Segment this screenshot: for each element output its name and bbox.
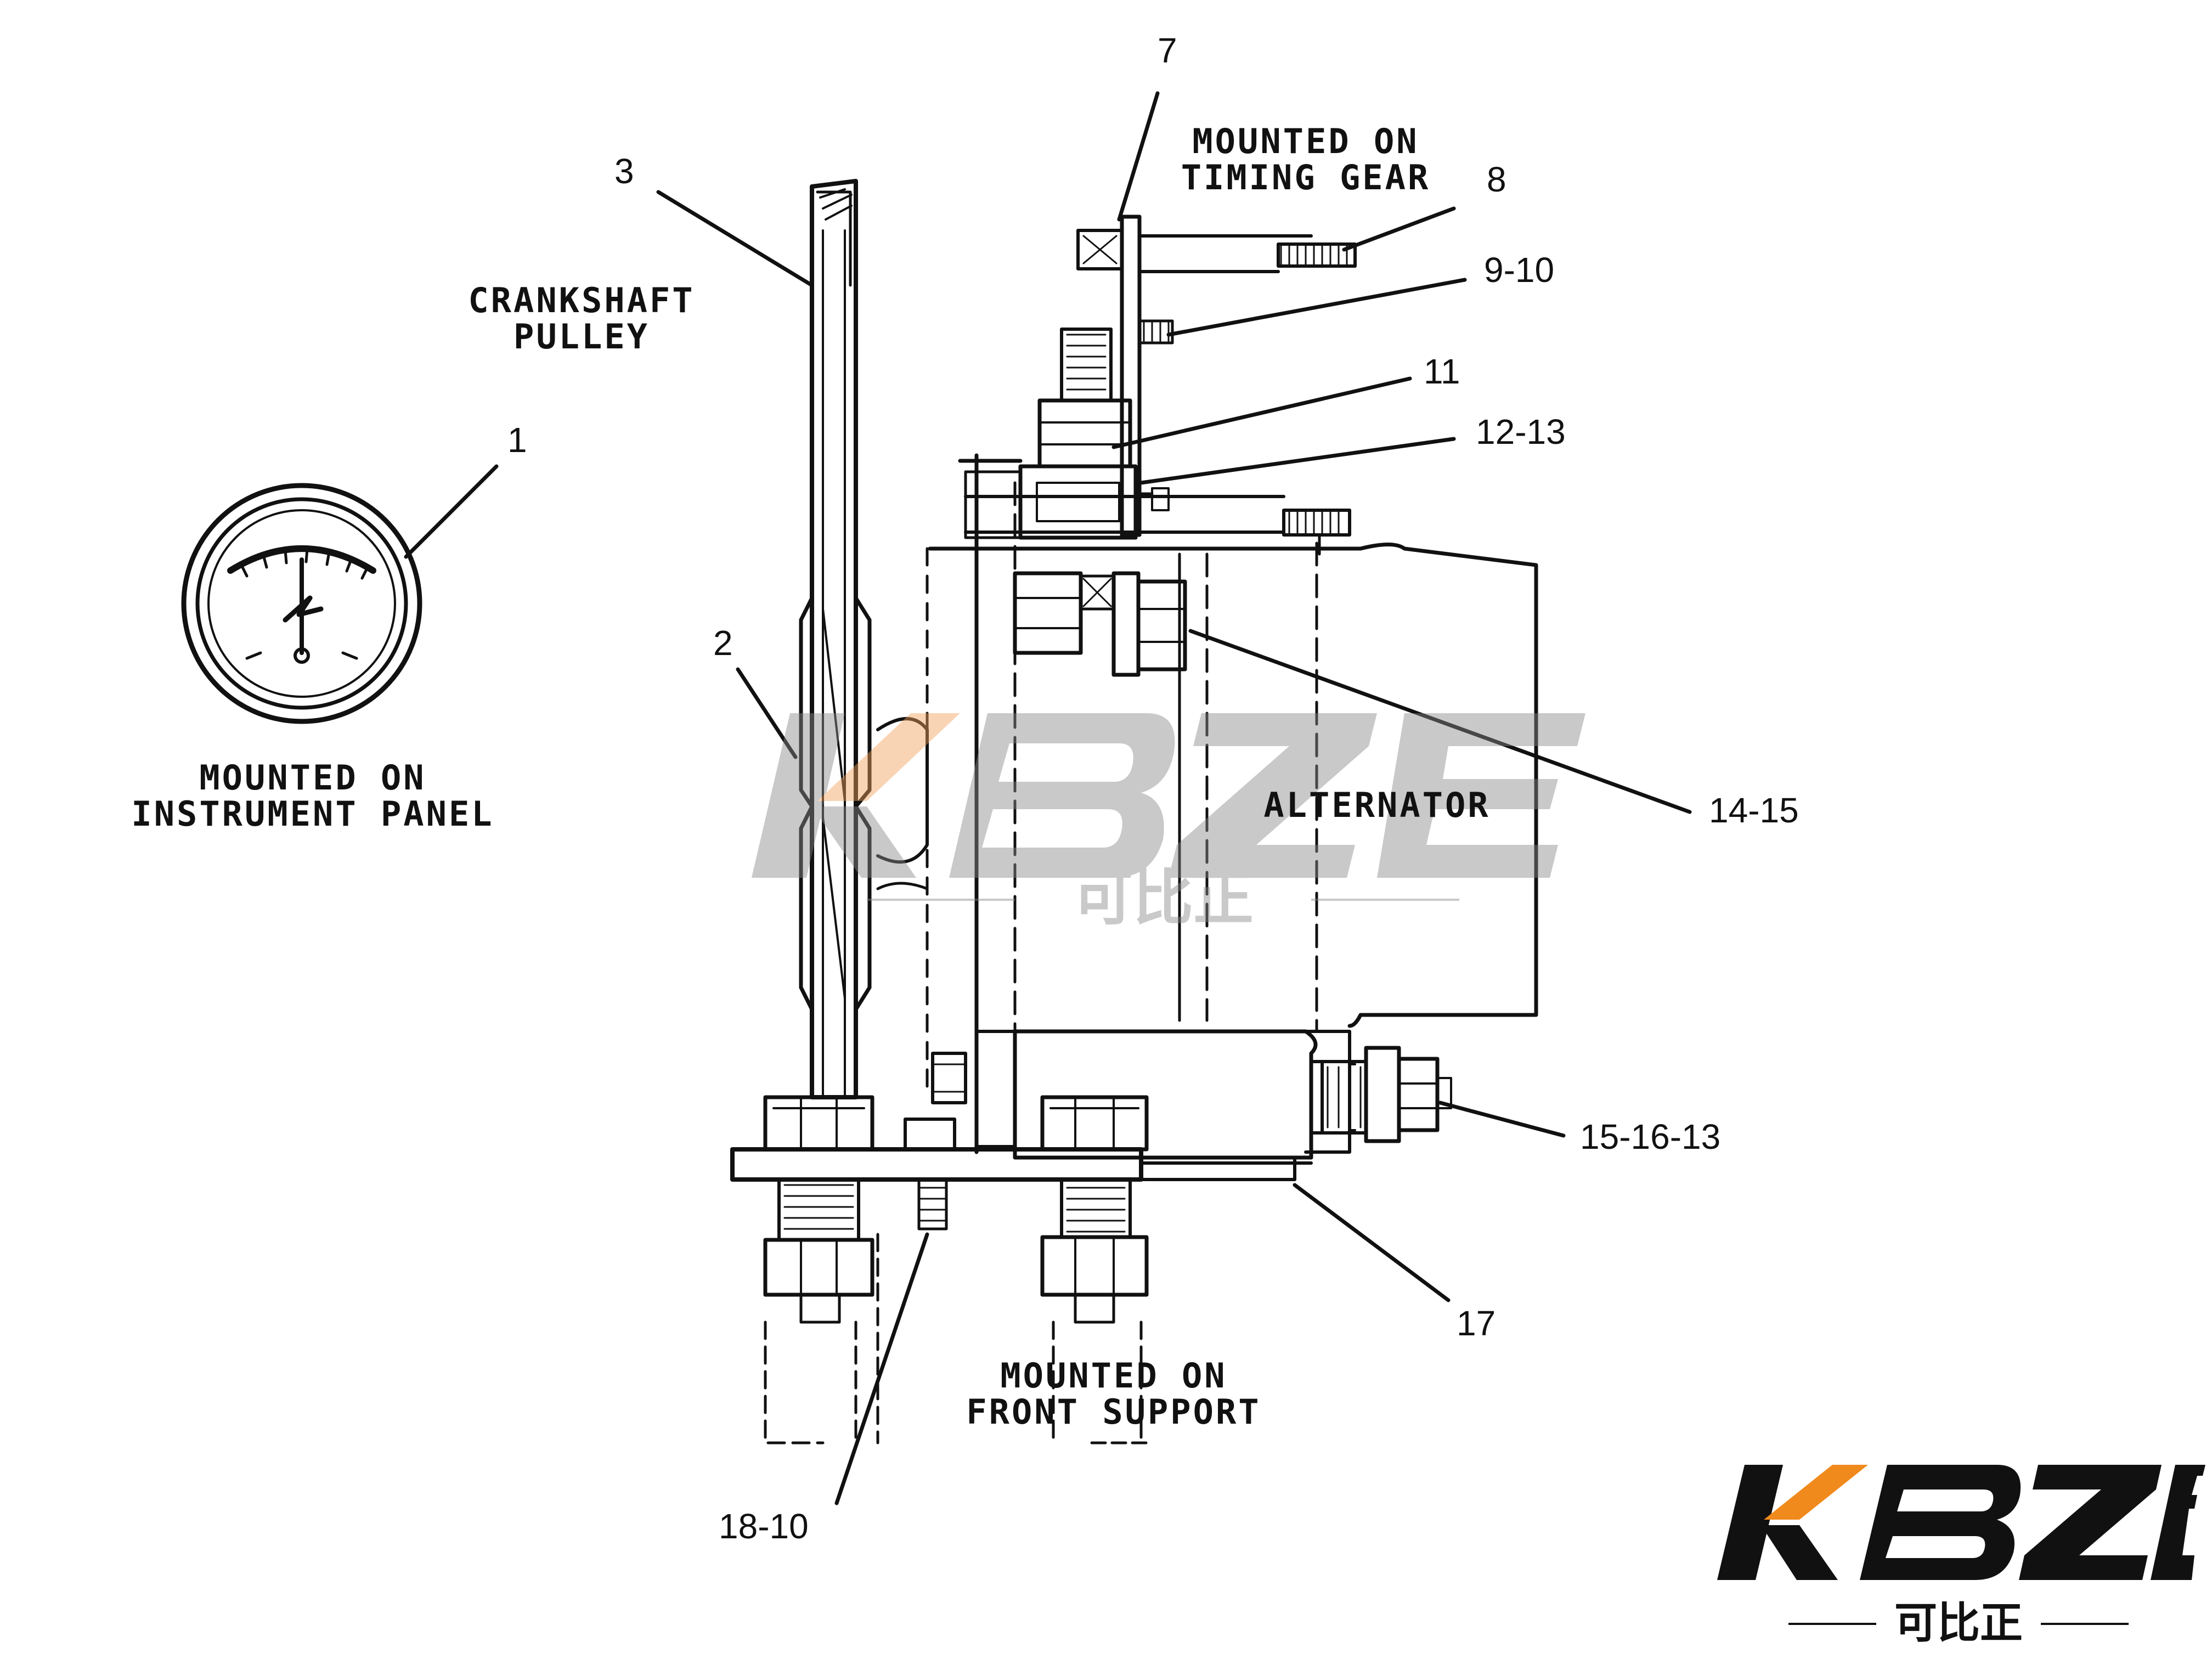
base-plate xyxy=(730,1147,1313,1182)
caption-alternator: ALTERNATOR xyxy=(1263,785,1491,825)
caption-crankshaft-pulley: CRANKSHAFT PULLEY xyxy=(450,283,713,355)
leader-8 xyxy=(1342,206,1456,252)
center-stud xyxy=(876,1118,956,1444)
leader-9-10 xyxy=(1166,278,1467,337)
leader-12-13 xyxy=(1139,437,1456,485)
adjusting-strap xyxy=(1076,215,1357,537)
kbze-watermark: 可比正 xyxy=(752,713,1585,927)
callout-11: 11 xyxy=(1424,352,1460,391)
caption-crankshaft-line1: CRANKSHAFT xyxy=(468,280,695,320)
ammeter-gauge xyxy=(181,483,422,724)
callout-2: 2 xyxy=(713,623,733,663)
mounting-bracket xyxy=(931,1029,1356,1160)
leader-18-10 xyxy=(834,1232,929,1505)
caption-timing-line2: TIMING GEAR xyxy=(1181,157,1431,198)
callout-9-10: 9-10 xyxy=(1484,250,1555,290)
caption-crankshaft-line2: PULLEY xyxy=(514,317,650,357)
front-support-bolt-left xyxy=(763,1095,874,1444)
front-support-bolt-right xyxy=(1040,1095,1149,1444)
kbze-logo: 可比正 xyxy=(1717,1465,2205,1648)
leader-11 xyxy=(1111,376,1412,449)
leader-2 xyxy=(736,667,798,759)
callout-18-10: 18-10 xyxy=(719,1506,809,1546)
adjusting-link-bolt xyxy=(1321,1046,1452,1143)
leader-15-16-13 xyxy=(1438,1101,1566,1138)
callout-12-13: 12-13 xyxy=(1476,412,1566,452)
leader-17 xyxy=(1293,1183,1451,1302)
leader-14-15 xyxy=(1188,629,1692,814)
caption-panel-line2: INSTRUMENT PANEL xyxy=(131,794,494,834)
callout-1: 1 xyxy=(507,420,527,460)
crankshaft-pulley xyxy=(799,179,872,1099)
leader-3 xyxy=(656,190,814,287)
caption-timing-line1: MOUNTED ON xyxy=(1192,121,1419,161)
caption-panel-line1: MOUNTED ON xyxy=(199,758,426,798)
callout-3: 3 xyxy=(614,151,634,191)
watermark-chinese: 可比正 xyxy=(1073,863,1254,927)
callout-15-16-13: 15-16-13 xyxy=(1580,1117,1721,1156)
caption-instrument-panel: MOUNTED ON INSTRUMENT PANEL xyxy=(115,760,510,832)
logo-chinese: 可比正 xyxy=(1894,1599,2023,1648)
caption-front-line1: MOUNTED ON xyxy=(1000,1356,1227,1396)
leader-1 xyxy=(404,464,499,559)
caption-front-support: MOUNTED ON FRONT SUPPORT xyxy=(944,1358,1284,1430)
callout-8: 8 xyxy=(1487,160,1506,199)
adjusting-bolt xyxy=(958,328,1170,540)
caption-front-line2: FRONT SUPPORT xyxy=(966,1392,1261,1432)
callout-7: 7 xyxy=(1158,31,1177,70)
pivot-nut xyxy=(1013,571,1187,677)
leader-7 xyxy=(1117,91,1160,222)
callout-14-15: 14-15 xyxy=(1709,791,1799,830)
callout-17: 17 xyxy=(1457,1304,1496,1343)
caption-timing-gear: MOUNTED ON TIMING GEAR xyxy=(1163,123,1448,196)
